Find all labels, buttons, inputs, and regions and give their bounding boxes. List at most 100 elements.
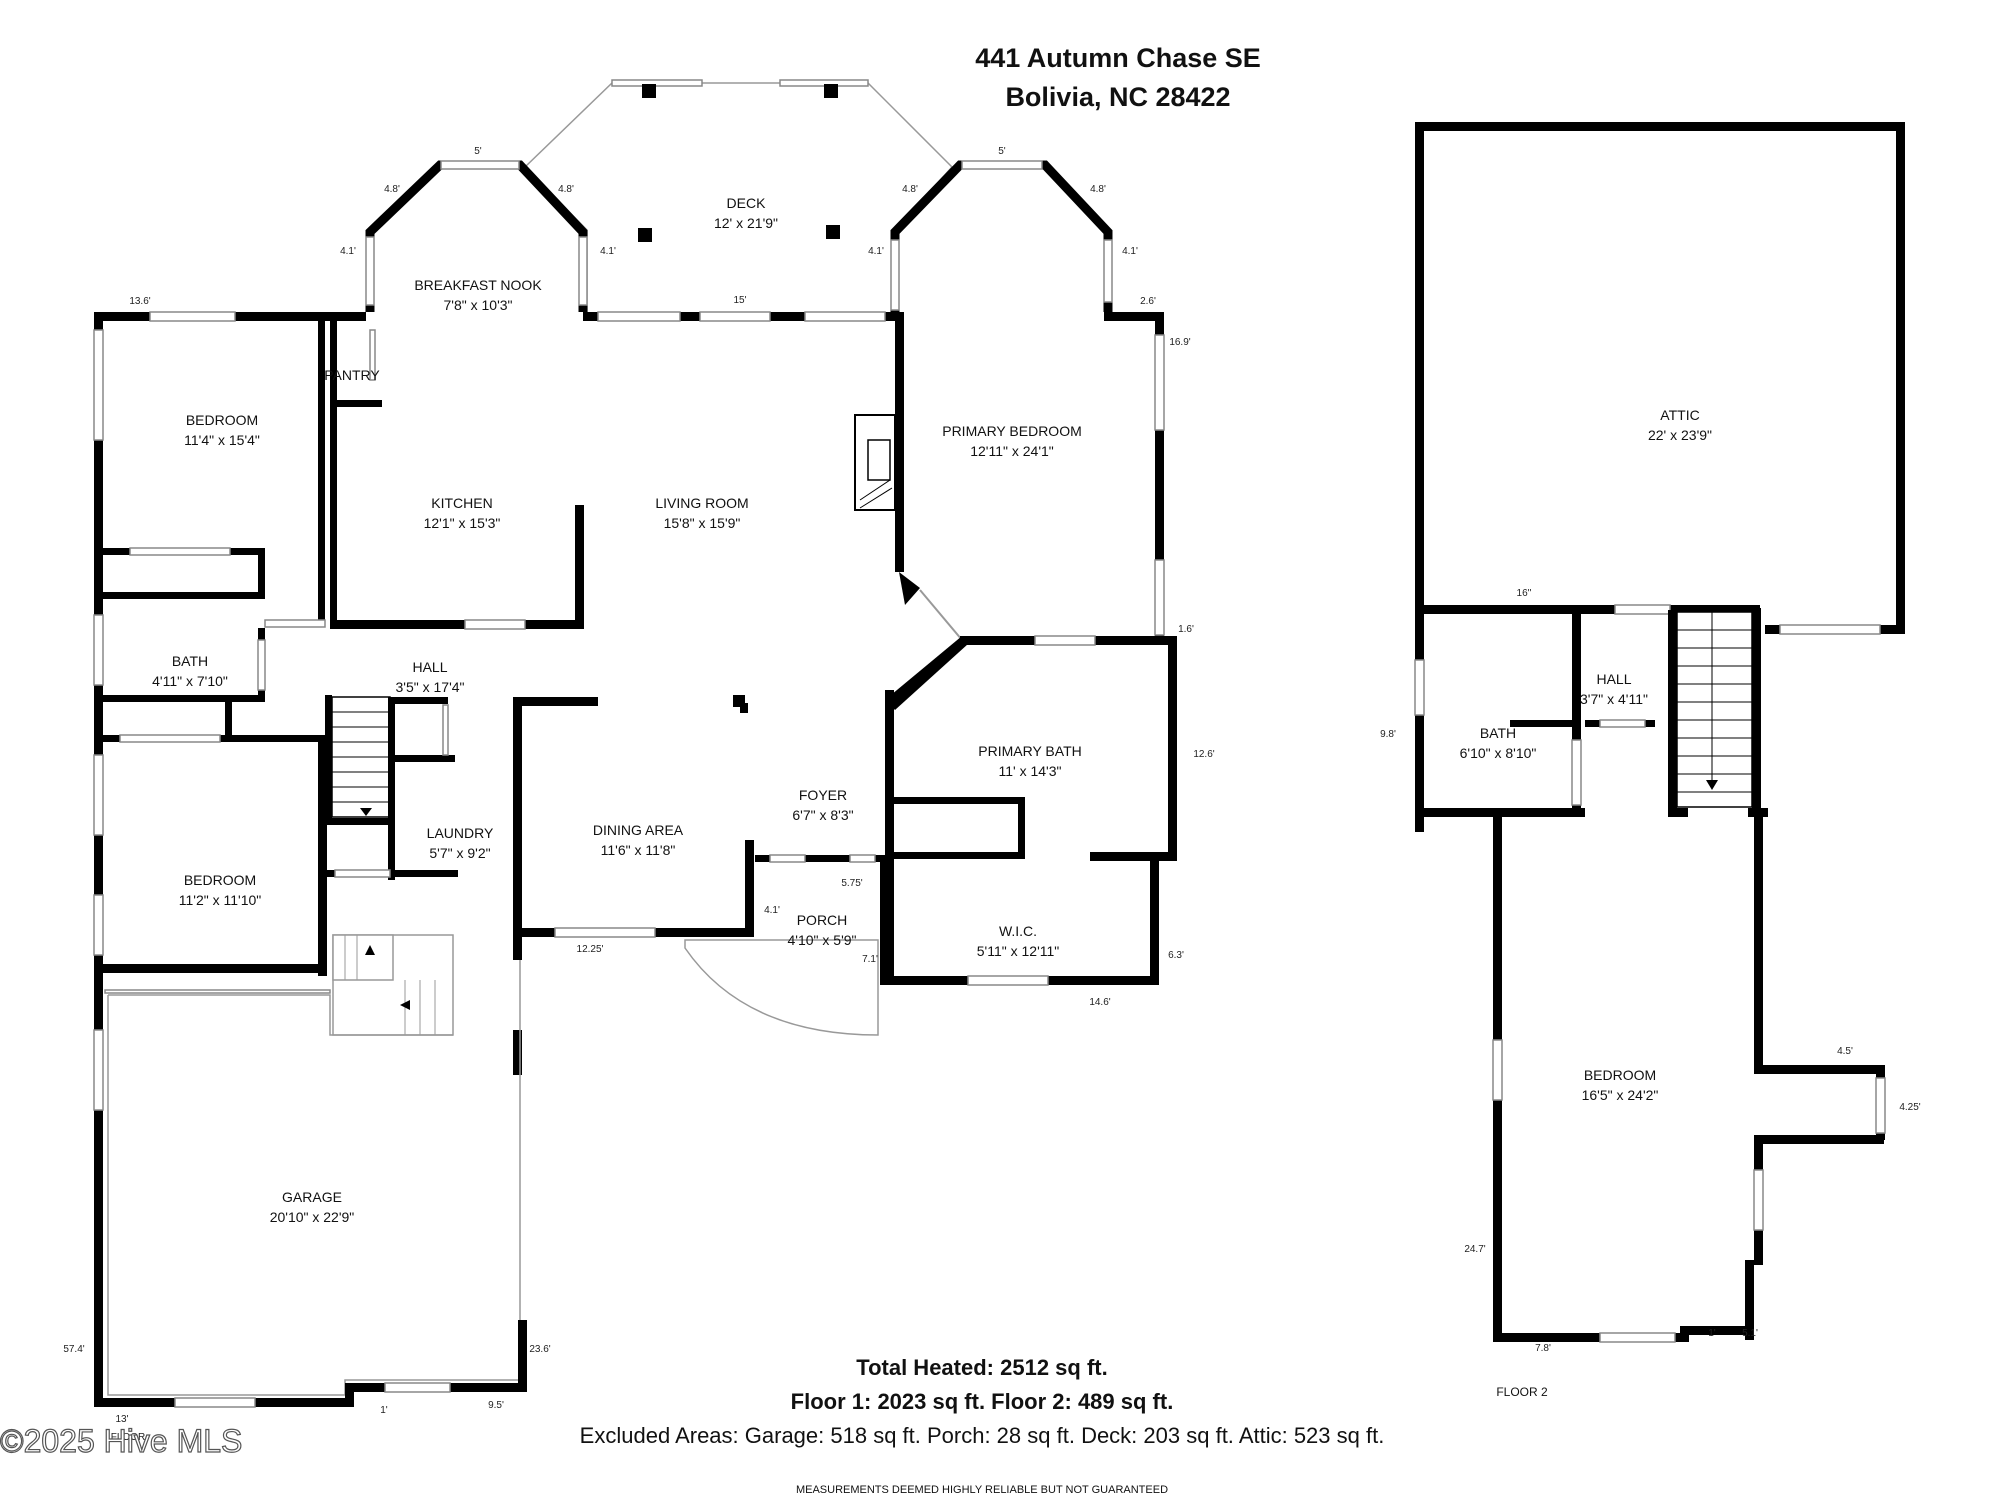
wall (345, 1383, 354, 1407)
wall (100, 695, 265, 702)
wall (1090, 852, 1175, 861)
svg-text:12.25': 12.25' (577, 944, 604, 955)
room-size: 22' x 23'9" (1648, 427, 1712, 443)
window (1414, 659, 1425, 716)
room-size: 11'2" x 11'10" (179, 892, 262, 908)
wall (885, 797, 1025, 804)
room-size: 4'10" x 5'9" (788, 932, 857, 948)
svg-text:4.5': 4.5' (1837, 1046, 1853, 1057)
wall (1415, 122, 1905, 131)
svg-text:5': 5' (474, 146, 482, 157)
room-size: 6'10" x 8'10" (1460, 745, 1537, 761)
wall (330, 620, 580, 629)
svg-text:1.6': 1.6' (1178, 624, 1194, 635)
room-size: 16'5" x 24'2" (1582, 1087, 1659, 1103)
wall (388, 697, 448, 704)
window (597, 311, 681, 322)
svg-text:13.6': 13.6' (129, 296, 150, 307)
room-name: PRIMARY BEDROOM (942, 423, 1082, 439)
room-name: BATH (172, 653, 208, 669)
wall (325, 870, 335, 877)
svg-text:2.6': 2.6' (1140, 296, 1156, 307)
room-size: 11'4" x 15'4" (184, 432, 260, 448)
wall (318, 740, 327, 970)
closet-door (442, 704, 449, 756)
floor-areas: Floor 1: 2023 sq ft. Floor 2: 489 sq ft. (791, 1389, 1174, 1414)
window (967, 975, 1049, 986)
floor2-label: FLOOR 2 (1496, 1385, 1548, 1399)
svg-text:4.25': 4.25' (1899, 1102, 1920, 1113)
window (769, 854, 806, 863)
wall (330, 400, 382, 407)
room-name: PANTRY (324, 367, 380, 383)
wall (755, 855, 885, 862)
room-size: 6'7" x 8'3" (792, 807, 853, 823)
room-name: PORCH (797, 912, 848, 928)
svg-text:7.1': 7.1' (862, 954, 878, 965)
svg-text:4.1': 4.1' (340, 246, 356, 257)
room-name: LIVING ROOM (655, 495, 748, 511)
wall (575, 505, 584, 629)
room-size: 15'8" x 15'9" (664, 515, 741, 531)
nook-window (440, 160, 520, 170)
wall-left (94, 312, 103, 1404)
room-size: 5'11" x 12'11" (977, 943, 1060, 959)
wall (388, 870, 458, 877)
wall (325, 818, 395, 825)
staircase (1676, 611, 1753, 808)
room-size: 3'5" x 17'4" (396, 679, 465, 695)
wall (885, 690, 894, 985)
svg-text:13': 13' (115, 1414, 128, 1425)
room-name: BATH (1480, 725, 1516, 741)
svg-text:23.6': 23.6' (529, 1344, 550, 1355)
svg-text:15': 15' (733, 295, 746, 306)
svg-text:4.1': 4.1' (1122, 246, 1138, 257)
wall (513, 697, 522, 937)
svg-text:9.8': 9.8' (1380, 729, 1396, 740)
svg-text:7.8': 7.8' (1535, 1343, 1551, 1354)
room-name: BEDROOM (1584, 1067, 1656, 1083)
room-name: FOYER (799, 787, 847, 803)
svg-text:4.8': 4.8' (902, 184, 918, 195)
window (1154, 334, 1165, 431)
svg-text:4.1': 4.1' (868, 246, 884, 257)
wall (1572, 610, 1581, 815)
wall (1104, 312, 1164, 321)
wall (325, 695, 332, 825)
window (849, 854, 876, 863)
room-size: 11' x 14'3" (999, 763, 1062, 779)
opening (1779, 624, 1881, 635)
disclaimer: MEASUREMENTS DEEMED HIGHLY RELIABLE BUT … (796, 1484, 1168, 1496)
svg-text:16.9': 16.9' (1169, 337, 1190, 348)
opening (334, 869, 391, 878)
window (1154, 559, 1165, 636)
window (93, 614, 104, 686)
window (93, 754, 104, 836)
closet-door (119, 734, 221, 743)
wall (258, 548, 265, 598)
svg-text:FLOOR: FLOOR (111, 1432, 145, 1443)
window (1599, 1332, 1676, 1343)
wall (1493, 1333, 1689, 1342)
garage-inner (104, 989, 331, 994)
room-size: 5'7" x 9'2" (429, 845, 490, 861)
window (384, 1382, 451, 1393)
wall-diagonal (885, 636, 968, 710)
door-swing (899, 572, 920, 605)
primary-bay-window (890, 239, 900, 311)
svg-text:1': 1' (380, 1405, 388, 1416)
wall (1155, 312, 1164, 642)
window (1034, 635, 1096, 646)
svg-text:1': 1' (1708, 1328, 1716, 1339)
opening (1753, 1169, 1764, 1231)
room-size: 7'8" x 10'3" (444, 297, 513, 313)
window (174, 1397, 256, 1408)
opening (464, 619, 526, 630)
svg-text:5.75': 5.75' (841, 878, 862, 889)
wall (1668, 808, 1688, 817)
room-name: GARAGE (282, 1189, 342, 1205)
closet-door (129, 547, 231, 556)
wall (1745, 1260, 1754, 1340)
wall (1668, 610, 1677, 815)
wall (388, 760, 395, 880)
